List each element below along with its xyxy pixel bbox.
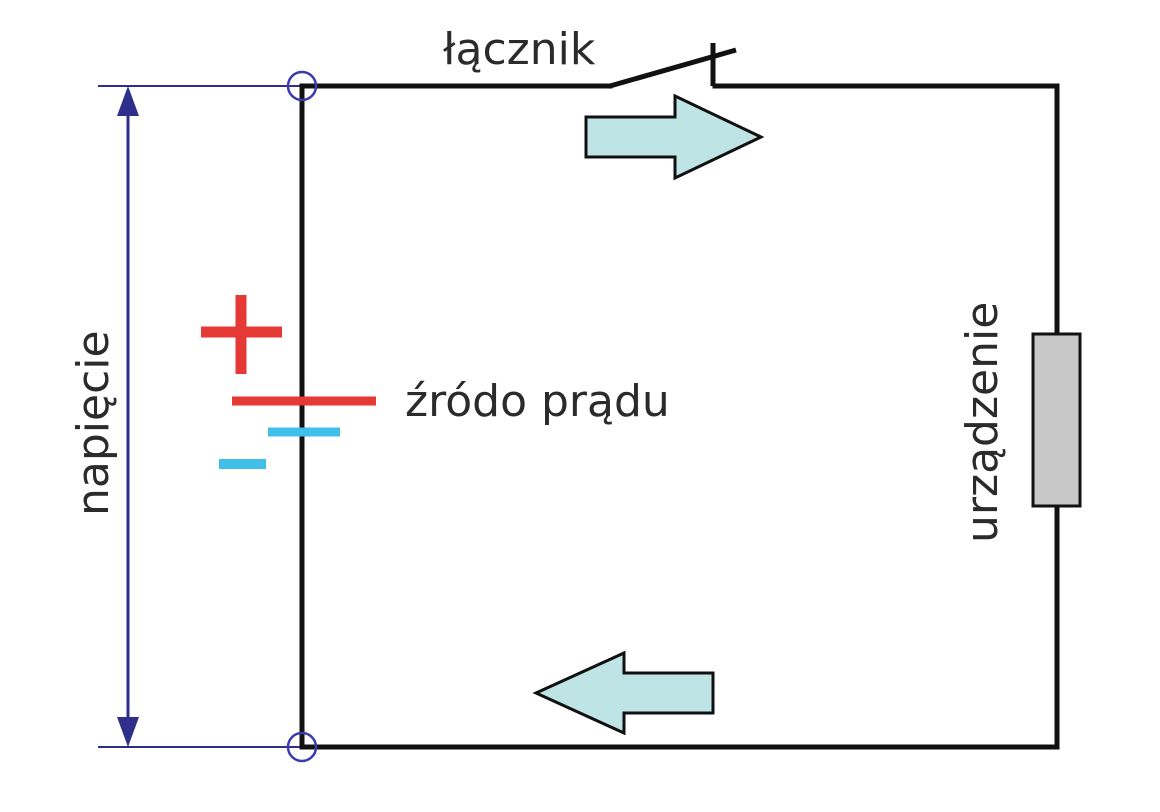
power-source-label: źródo prądu	[405, 376, 670, 427]
voltage-label: napięcie	[68, 330, 119, 516]
switch-label: łącznik	[443, 24, 596, 75]
device-label: urządzenie	[957, 301, 1008, 543]
plus-sign-icon	[201, 295, 282, 374]
terminal-bottom-icon	[286, 731, 318, 763]
current-arrow-forward-icon	[584, 93, 765, 181]
device-resistor	[1031, 332, 1082, 508]
voltage-double-arrow	[117, 86, 139, 747]
terminal-top-icon	[286, 70, 318, 102]
current-arrow-return-icon	[532, 650, 715, 736]
switch-icon	[609, 43, 737, 89]
circuit-wires	[299, 83, 1060, 750]
